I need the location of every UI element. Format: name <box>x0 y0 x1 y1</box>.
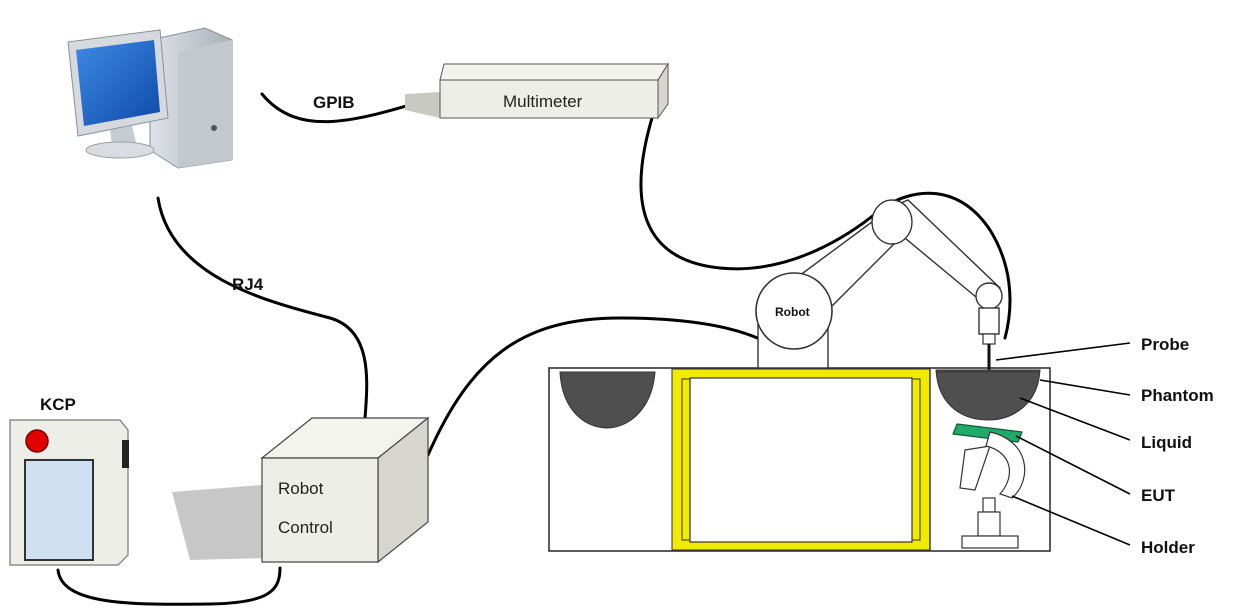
robot-control-box <box>172 416 430 564</box>
holder-pointer <box>1011 495 1131 546</box>
phantom-assembly <box>935 369 1041 549</box>
eut-pointer <box>1015 435 1131 495</box>
kcp-screen <box>24 459 94 561</box>
computer-icon <box>67 27 233 169</box>
gpib-label: GPIB <box>313 93 355 112</box>
liquid-pointer <box>1019 397 1131 441</box>
kcp-cable <box>56 566 282 606</box>
eut-label: EUT <box>1141 486 1176 505</box>
multimeter-probe-cable <box>639 116 1012 340</box>
phantom-pointer <box>1039 379 1131 396</box>
kcp-emergency-button <box>25 429 49 453</box>
holder-arm <box>959 445 991 491</box>
phantom-bowl <box>935 369 1041 421</box>
kcp-pendant <box>9 419 129 566</box>
kcp-label: KCP <box>40 395 76 414</box>
multimeter-box <box>405 62 669 120</box>
multimeter-label: Multimeter <box>503 92 583 111</box>
holder-label: Holder <box>1141 538 1195 557</box>
probe-pointer <box>995 342 1131 361</box>
probe-label: Probe <box>1141 335 1189 354</box>
robot-label: Robot <box>775 305 810 319</box>
liquid-label: Liquid <box>1141 433 1192 452</box>
robot-control-cable <box>426 316 764 457</box>
left-phantom-bowl <box>559 371 656 429</box>
rj4-cable <box>156 196 369 420</box>
rj4-label: RJ4 <box>232 275 264 294</box>
robot-control-label-line1: Robot <box>278 479 324 498</box>
robot-control-label-line2: Control <box>278 518 333 537</box>
phantom-label: Phantom <box>1141 386 1214 405</box>
robot-arm <box>755 199 1003 400</box>
holder-bracket <box>985 431 1026 499</box>
